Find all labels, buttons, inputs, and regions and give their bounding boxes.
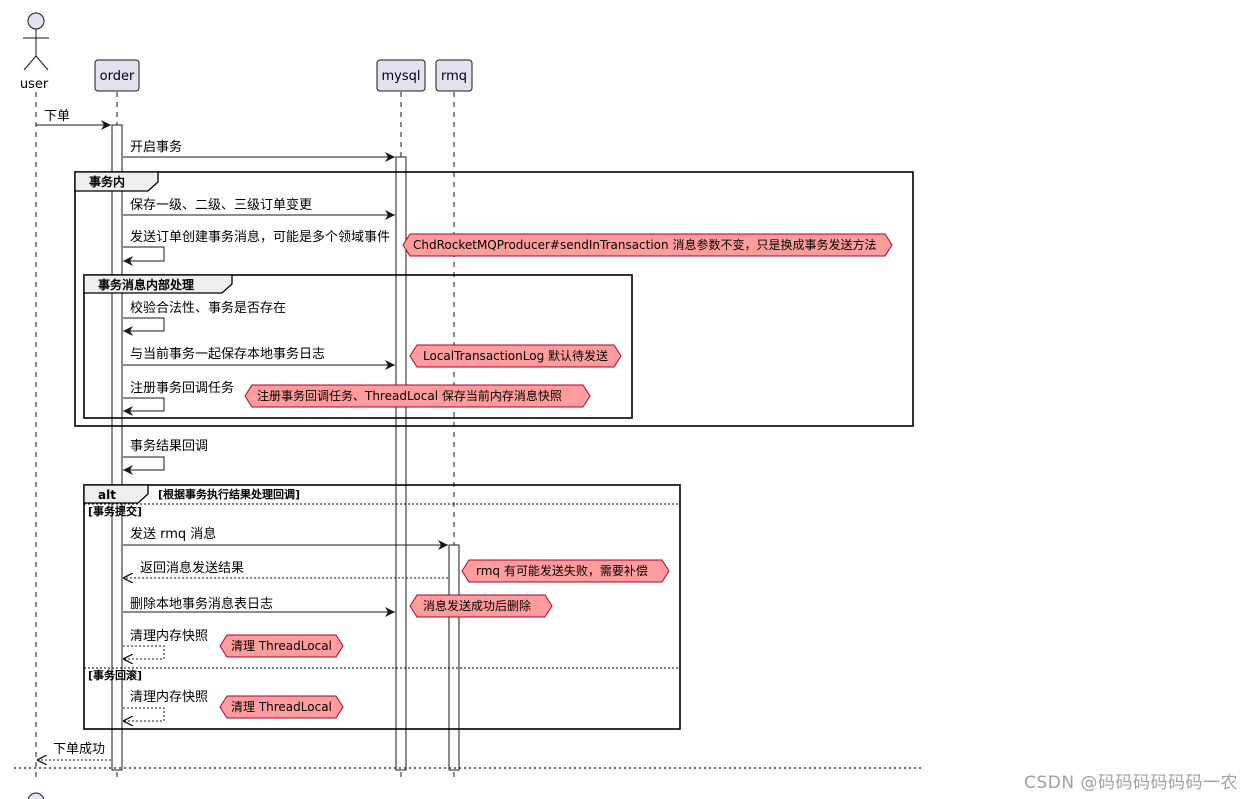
note-producer-send: ChdRocketMQProducer#sendInTransaction 消息…	[402, 233, 893, 257]
alt-label: alt	[98, 488, 116, 502]
message-delete-local-log: 删除本地事务消息表日志	[123, 596, 395, 617]
group-internal-processing: 事务消息内部处理	[83, 274, 633, 419]
note-text: 清理 ThreadLocal	[231, 639, 332, 653]
activation-rmq	[448, 544, 460, 771]
message-label: 事务结果回调	[130, 438, 208, 454]
message-label: 发送订单创建事务消息，可能是多个领域事件	[130, 229, 390, 245]
message-label: 开启事务	[130, 139, 182, 155]
message-label: 发送 rmq 消息	[130, 526, 216, 542]
message-begin-transaction: 开启事务	[123, 139, 395, 162]
alt-fragment: alt [根据事务执行结果处理回调] [事务提交] [事务回滚]	[83, 484, 681, 730]
message-return-send-result: 返回消息发送结果	[123, 560, 448, 578]
participant-label-mysql: mysql	[382, 69, 421, 84]
alt-condition: [根据事务执行结果处理回调]	[158, 487, 300, 501]
note-text: 注册事务回调任务、ThreadLocal 保存当前内存消息快照	[257, 388, 562, 403]
message-place-order: 下单	[36, 109, 111, 130]
message-register-callback: 注册事务回调任务	[123, 380, 234, 416]
message-label: 与当前事务一起保存本地事务日志	[130, 346, 325, 362]
note-text: 清理 ThreadLocal	[231, 700, 332, 714]
participant-label-user: user	[20, 77, 49, 92]
note-rmq-may-fail: rmq 有可能发送失败，需要补偿	[461, 559, 670, 583]
participant-rmq[interactable]: rmq	[435, 59, 473, 92]
activation-mysql	[395, 156, 407, 771]
group-label-transaction: 事务内	[89, 174, 125, 189]
alt-branch-rollback: [事务回滚]	[88, 668, 142, 682]
message-order-success: 下单成功	[37, 742, 111, 760]
message-label: 返回消息发送结果	[140, 560, 244, 576]
message-label: 清理内存快照	[130, 689, 208, 705]
participant-mysql[interactable]: mysql	[376, 59, 426, 92]
group-transaction: 事务内	[74, 171, 914, 427]
note-clear-threadlocal-rollback: 清理 ThreadLocal	[219, 695, 344, 719]
note-local-transaction-log: LocalTransactionLog 默认待发送	[409, 344, 622, 368]
note-delete-after-success: 消息发送成功后删除	[409, 594, 553, 618]
note-clear-threadlocal-commit: 清理 ThreadLocal	[219, 634, 344, 658]
message-clear-snapshot-rollback: 清理内存快照	[123, 689, 208, 721]
group-label-internal-processing: 事务消息内部处理	[98, 277, 194, 292]
message-transaction-callback: 事务结果回调	[123, 438, 208, 475]
note-text: ChdRocketMQProducer#sendInTransaction 消息…	[413, 237, 876, 252]
message-label: 校验合法性、事务是否存在	[130, 300, 286, 316]
alt-branch-commit: [事务提交]	[88, 504, 142, 518]
actor-user[interactable]: user	[20, 12, 49, 92]
actor-head	[27, 12, 45, 30]
watermark: CSDN @码码码码码码一农	[1024, 773, 1238, 793]
message-label: 清理内存快照	[130, 628, 208, 644]
actor-foot-head	[27, 792, 45, 799]
message-label: 注册事务回调任务	[130, 380, 234, 396]
message-validate: 校验合法性、事务是否存在	[123, 300, 286, 336]
participant-order[interactable]: order	[94, 59, 140, 92]
message-clear-snapshot-commit: 清理内存快照	[123, 628, 208, 659]
note-text: 消息发送成功后删除	[423, 598, 531, 613]
participant-label-rmq: rmq	[441, 69, 467, 84]
note-text: LocalTransactionLog 默认待发送	[423, 348, 608, 363]
message-label: 删除本地事务消息表日志	[130, 596, 273, 612]
message-label: 保存一级、二级、三级订单变更	[130, 197, 312, 213]
message-label: 下单	[44, 109, 70, 124]
message-save-local-log: 与当前事务一起保存本地事务日志	[123, 346, 395, 370]
message-save-order-changes: 保存一级、二级、三级订单变更	[123, 197, 395, 220]
note-text: rmq 有可能发送失败，需要补偿	[476, 563, 648, 578]
message-send-rmq: 发送 rmq 消息	[123, 526, 448, 550]
message-send-transaction-message: 发送订单创建事务消息，可能是多个领域事件	[123, 229, 390, 266]
message-label: 下单成功	[53, 742, 105, 757]
participant-label-order: order	[100, 69, 135, 84]
activation-order	[111, 124, 123, 771]
note-register-callback: 注册事务回调任务、ThreadLocal 保存当前内存消息快照	[244, 384, 591, 408]
